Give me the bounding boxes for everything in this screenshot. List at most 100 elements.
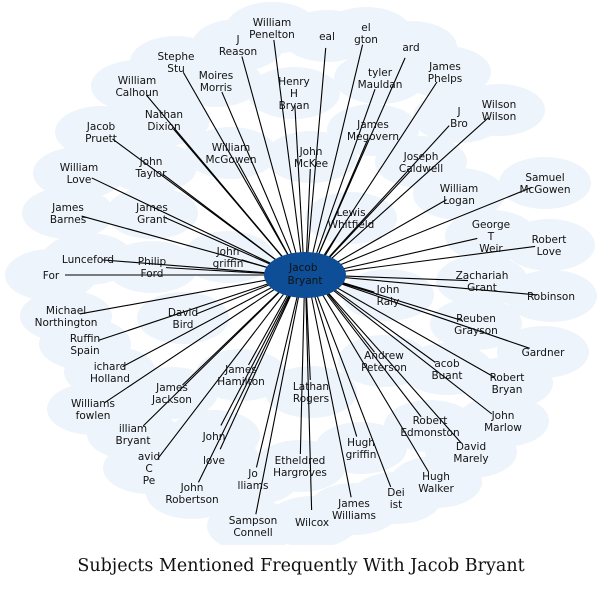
edge-line xyxy=(310,44,364,262)
edge-line xyxy=(220,286,294,426)
edge-line xyxy=(317,286,429,473)
node-label-line: gton xyxy=(354,34,378,46)
node-halo xyxy=(5,249,97,301)
edge-line xyxy=(305,288,311,381)
edge-line xyxy=(248,286,293,366)
node-label-line: eal xyxy=(319,31,335,43)
node-label-line: John xyxy=(139,156,163,168)
node-label[interactable]: eal xyxy=(319,31,335,43)
node-label-line: Moires xyxy=(199,70,233,82)
edge-line xyxy=(142,284,288,427)
edge-line xyxy=(165,267,282,275)
node-label[interactable]: Robinson xyxy=(527,291,575,303)
node-label[interactable]: Wilcox xyxy=(295,517,329,529)
node-halo xyxy=(106,241,198,293)
node-label-line: lliams xyxy=(238,480,269,492)
edge-line xyxy=(273,39,303,262)
node-label[interactable]: Gardner xyxy=(522,347,565,359)
node-label[interactable]: Lunceford xyxy=(62,254,114,266)
node-label-line: Peterson xyxy=(361,362,407,374)
node-label-line: James xyxy=(224,364,257,376)
node-label-line: Grant xyxy=(467,282,497,294)
node-label[interactable]: love xyxy=(203,455,225,467)
node-label-line: Rogers xyxy=(293,393,329,405)
edge-line xyxy=(327,186,533,271)
node-label-line: Edmonston xyxy=(400,427,459,439)
edge-line xyxy=(182,283,288,386)
node-label-line: Marely xyxy=(453,453,488,465)
node-label-line: James xyxy=(356,119,389,131)
node-label-line: William xyxy=(212,142,250,154)
node-label-line: Williams xyxy=(332,510,376,522)
node-halo xyxy=(430,298,522,350)
center-node[interactable] xyxy=(264,252,346,298)
node-label[interactable]: For xyxy=(43,270,60,282)
edge-line xyxy=(79,276,282,315)
node-label-line: Lunceford xyxy=(62,254,114,266)
node-label-line: Mauldan xyxy=(358,79,403,91)
node-label-line: Bird xyxy=(173,319,194,331)
edge-line xyxy=(313,89,376,263)
node-label-line: Nathan xyxy=(145,109,183,121)
node-label-line: Lewis xyxy=(336,207,365,219)
node-label[interactable]: ard xyxy=(402,42,419,54)
edge-line xyxy=(101,259,282,275)
node-label[interactable]: John xyxy=(202,431,226,443)
